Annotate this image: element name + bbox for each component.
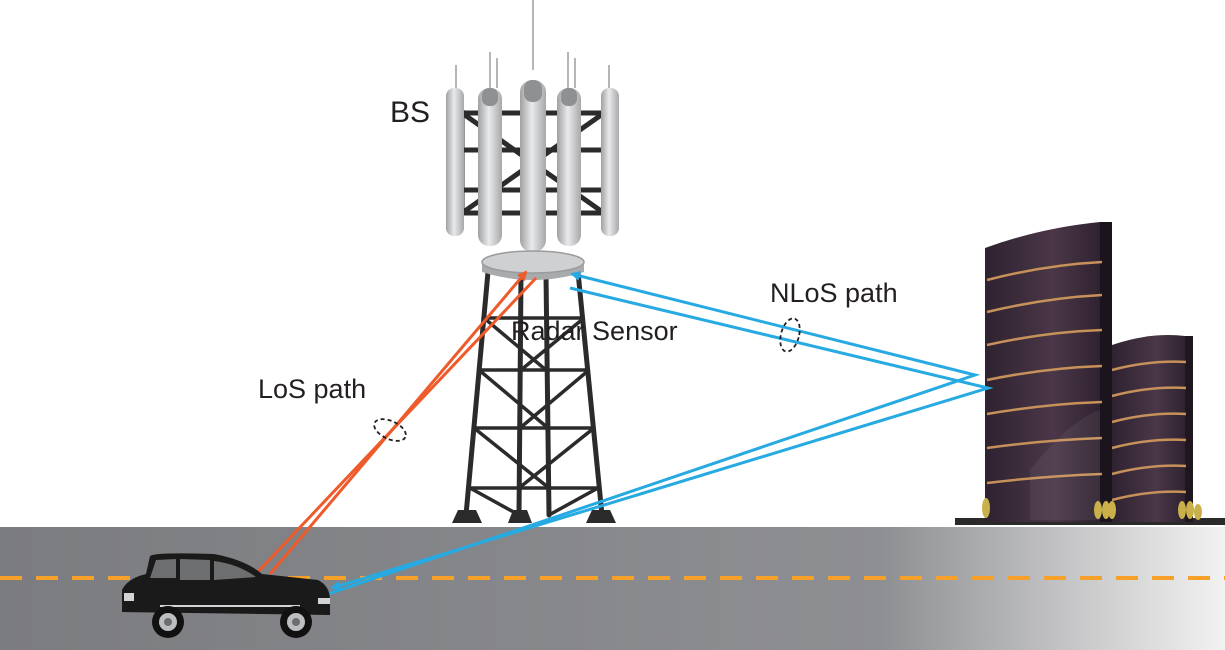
bs-label: BS: [390, 96, 431, 129]
nlos-path-marker: [779, 317, 801, 353]
base-station-tower-icon: [446, 0, 619, 523]
los-path-marker: [373, 418, 407, 442]
radar-sensor-label: Radar Sensor: [511, 316, 678, 346]
car-icon: [122, 553, 330, 638]
building-icon: [955, 222, 1225, 525]
nlos-path-arrows: [324, 271, 994, 597]
los-path-arrows: [250, 270, 538, 580]
radar-sensor-icon: [481, 250, 585, 280]
nlos-path-label: NLoS path: [770, 278, 898, 308]
los-path-label: LoS path: [258, 374, 367, 404]
